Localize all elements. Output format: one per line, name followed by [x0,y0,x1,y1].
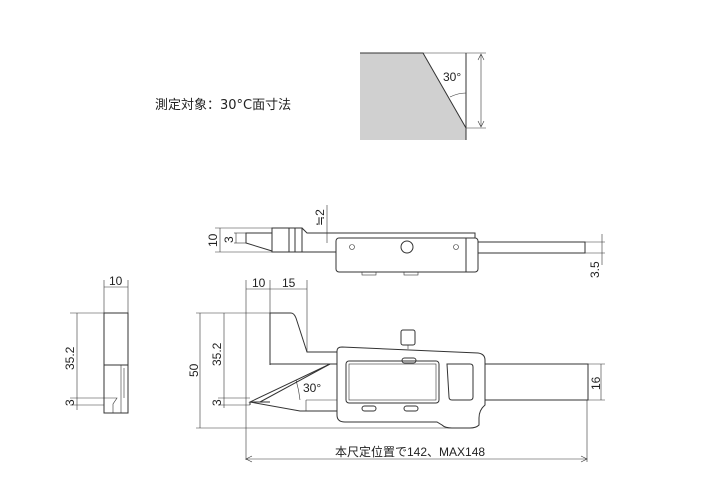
side-dim-3: 3 [222,236,236,243]
measurement-target-title: 測定対象：30°C面寸法 [155,98,292,113]
end-dim-35-2: 35.2 [63,346,77,370]
chamfer-detail: 30° [360,52,486,140]
side-dim-approx-2: ≒2 [313,209,327,226]
side-view: 10 3 ≒2 3.5 [206,205,605,278]
end-dim-10: 10 [109,274,123,288]
front-dim-15: 15 [282,276,296,290]
side-dim-3-5: 3.5 [588,261,602,278]
front-view: 30° 10 15 50 35.2 3 16 本尺定位置で142、MAX148 [187,276,605,463]
end-dim-3: 3 [63,399,77,406]
front-dim-35-2: 35.2 [210,342,224,366]
side-dim-10: 10 [206,233,220,247]
front-dim-16: 16 [589,376,603,390]
front-dim-3: 3 [210,399,224,406]
front-dim-10: 10 [252,276,266,290]
detail-angle-label: 30° [443,70,461,84]
front-dim-50: 50 [187,363,201,377]
length-note: 本尺定位置で142、MAX148 [335,444,485,459]
end-view: 10 35.2 3 [63,274,129,414]
front-angle-label: 30° [303,381,321,395]
